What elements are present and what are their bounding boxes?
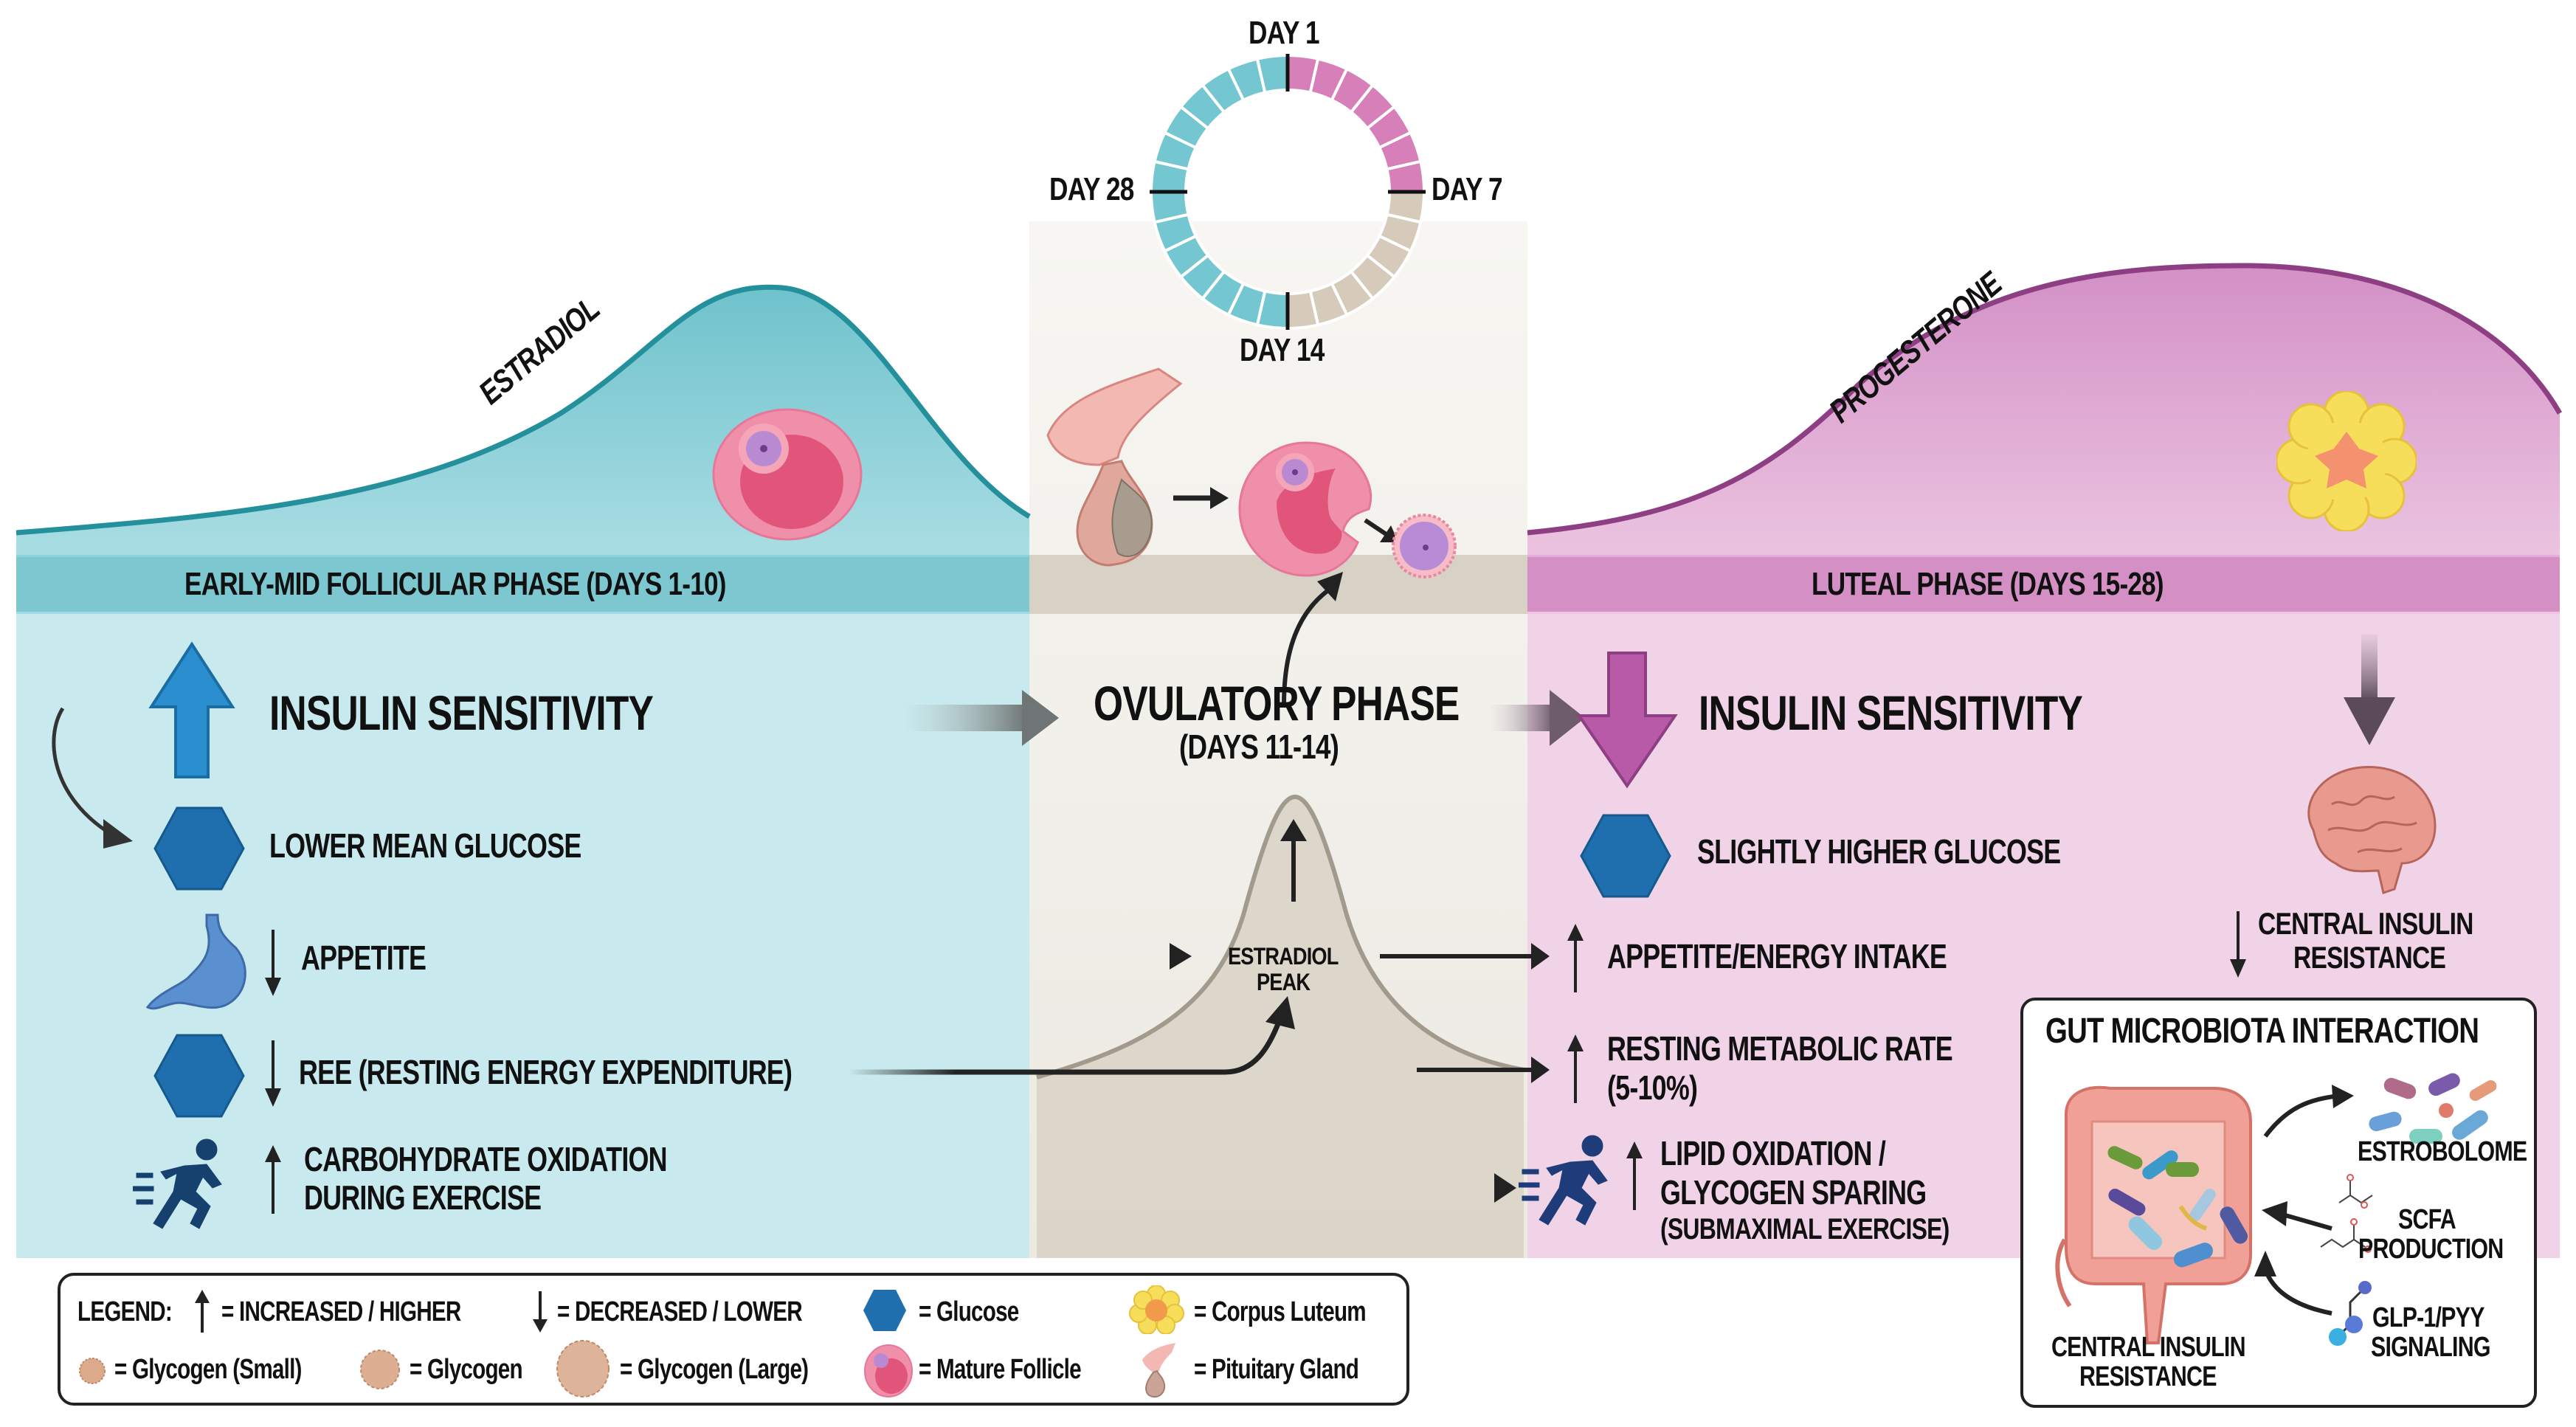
legend-glycogen-large-icon <box>556 1340 610 1397</box>
appetite-up-arrow-icon <box>1567 924 1584 992</box>
legend-box <box>58 1273 1409 1406</box>
legend-mature-follicle-icon <box>864 1344 913 1397</box>
insulin-up-arrow-icon <box>148 641 235 778</box>
follicular-item-carb-2: DURING EXERCISE <box>304 1178 542 1217</box>
ovulation-illustration <box>1046 367 1457 578</box>
glp-label-1: GLP-1/PYY <box>2372 1302 2485 1333</box>
luteal-item-appetite: APPETITE/ENERGY INTAKE <box>1607 937 1947 975</box>
scfa-label-2: PRODUCTION <box>2358 1234 2504 1265</box>
luteal-headline: INSULIN SENSITIVITY <box>1699 685 2083 740</box>
brain-icon <box>2307 766 2437 894</box>
day-14-label: DAY 14 <box>1240 332 1325 368</box>
legend-glycogen-large: = Glycogen (Large) <box>620 1354 809 1385</box>
luteal-item-lipid-2: GLYCOGEN SPARING <box>1660 1173 1927 1212</box>
glucose-hexagon-icon <box>1580 814 1671 898</box>
scfa-label-1: SCFA <box>2398 1204 2456 1235</box>
legend-corpus-luteum: = Corpus Luteum <box>1194 1296 1367 1327</box>
follicular-item-carb-1: CARBOHYDRATE OXIDATION <box>304 1140 668 1178</box>
luteal-phase-label: LUTEAL PHASE (DAYS 15-28) <box>1812 566 2164 602</box>
estradiol-curve <box>16 287 1029 555</box>
glp-label-2: SIGNALING <box>2371 1332 2491 1363</box>
insulin-down-arrow-icon <box>1576 652 1678 789</box>
follicular-phase-label: EARLY-MID FOLLICULAR PHASE (DAYS 1-10) <box>184 566 726 602</box>
legend-corpus-luteum-icon <box>1129 1285 1184 1334</box>
runner-icon <box>133 1139 222 1229</box>
glp1-peptide-icon <box>2329 1281 2372 1346</box>
legend-increased: = INCREASED / HIGHER <box>221 1296 461 1327</box>
luteal-item-glucose: SLIGHTLY HIGHER GLUCOSE <box>1697 832 2061 871</box>
day-28-label: DAY 28 <box>1049 171 1134 207</box>
gut-illustration <box>2055 1073 2497 1346</box>
carb-up-arrow-icon <box>265 1145 281 1214</box>
day-1-label: DAY 1 <box>1249 15 1320 51</box>
legend-glycogen-icon <box>360 1350 400 1389</box>
ree-hexagon-icon <box>153 1034 245 1118</box>
luteal-item-rmr-2: (5-10%) <box>1607 1068 1698 1107</box>
legend-glycogen: = Glycogen <box>410 1354 523 1385</box>
legend-mature-follicle: = Mature Follicle <box>919 1354 1082 1385</box>
legend-decreased: = DECREASED / LOWER <box>557 1296 803 1327</box>
luteal-item-lipid-3: (SUBMAXIMAL EXERCISE) <box>1660 1213 1950 1245</box>
day-7-label: DAY 7 <box>1432 171 1503 207</box>
legend-pituitary: = Pituitary Gland <box>1194 1354 1359 1385</box>
gut-central-label-1: CENTRAL INSULIN <box>2051 1332 2246 1363</box>
legend-pituitary-icon <box>1142 1343 1175 1398</box>
estradiol-peak-label-2: PEAK <box>1257 969 1311 995</box>
ovulatory-phase-title: OVULATORY PHASE <box>1094 676 1460 730</box>
legend-glycogen-small-icon <box>79 1358 106 1384</box>
mature-follicle-icon <box>712 408 863 541</box>
legend-glucose: = Glucose <box>919 1296 1019 1327</box>
estradiol-peak-curve <box>1036 794 1524 1258</box>
ovum-icon <box>1392 514 1457 578</box>
lipid-up-arrow-icon <box>1626 1141 1643 1210</box>
scfa-molecule-icon <box>2320 1174 2373 1253</box>
estradiol-peak-label-1: ESTRADIOL <box>1228 943 1339 970</box>
cycle-wheel <box>1149 53 1426 331</box>
ovulatory-phase-subtitle: (DAYS 11-14) <box>1179 728 1339 766</box>
rupturing-follicle-icon <box>1238 441 1372 577</box>
luteal-item-lipid-1: LIPID OXIDATION / <box>1660 1134 1886 1172</box>
estrobolome-label: ESTROBOLOME <box>2358 1136 2527 1167</box>
legend-title: LEGEND: <box>77 1296 173 1327</box>
ree-down-arrow-icon <box>265 1040 281 1107</box>
luteal-item-rmr-1: RESTING METABOLIC RATE <box>1607 1029 1953 1068</box>
runner-icon <box>1519 1135 1608 1226</box>
estrobolome-bacteria-icon <box>2369 1073 2497 1144</box>
rmr-up-arrow-icon <box>1567 1034 1584 1103</box>
brain-label-1: CENTRAL INSULIN <box>2258 906 2473 941</box>
brain-label-2: RESISTANCE <box>2293 940 2446 975</box>
legend-up-arrow-icon <box>195 1290 210 1333</box>
follicular-item-appetite: APPETITE <box>301 939 427 977</box>
follicular-headline: INSULIN SENSITIVITY <box>269 685 654 740</box>
bacteria-icon <box>2107 1146 2248 1268</box>
appetite-down-arrow-icon <box>265 930 281 996</box>
legend-glycogen-small: = Glycogen (Small) <box>114 1354 302 1385</box>
central-resistance-down-arrow-icon <box>2230 911 2246 978</box>
follicular-item-ree: REE (RESTING ENERGY EXPENDITURE) <box>299 1053 793 1091</box>
curved-arrow-up <box>1282 572 1343 705</box>
follicular-phase-band <box>16 555 1029 614</box>
gut-box-title: GUT MICROBIOTA INTERACTION <box>2045 1012 2479 1051</box>
stomach-icon <box>145 913 246 1010</box>
luteal-phase-band <box>1527 555 2560 614</box>
legend-down-arrow-icon <box>533 1291 548 1333</box>
follicular-item-glucose: LOWER MEAN GLUCOSE <box>269 826 581 865</box>
corpus-luteum-icon <box>2276 391 2417 531</box>
pituitary-gland-icon <box>1046 367 1183 567</box>
gut-central-label-2: RESISTANCE <box>2079 1361 2217 1392</box>
legend-glucose-icon <box>863 1290 906 1331</box>
glucose-hexagon-icon <box>153 806 245 891</box>
